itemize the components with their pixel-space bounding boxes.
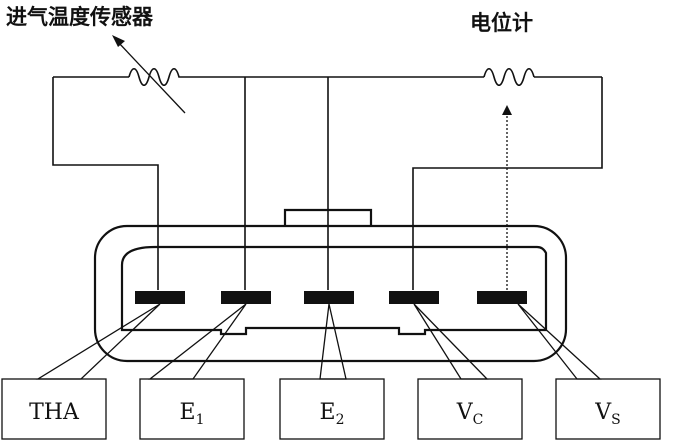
- terminal-subscript-e1: 1: [196, 412, 205, 428]
- vc-wire: [412, 77, 603, 290]
- pin-tha: [135, 291, 185, 304]
- thermistor-symbol: [112, 35, 186, 114]
- svg-text:VC: VC: [456, 400, 484, 428]
- terminal-box-e1: E1: [139, 378, 245, 440]
- potentiometer-symbol: [483, 67, 535, 87]
- terminal-subscript-e2: 2: [336, 412, 345, 428]
- terminal-label-tha: THA: [29, 400, 80, 425]
- tha-wire: [52, 77, 159, 290]
- svg-text:E1: E1: [180, 400, 205, 428]
- pin-vc: [389, 291, 439, 304]
- svg-text:VS: VS: [594, 400, 620, 428]
- connector-housing: [93, 208, 568, 363]
- terminal-box-tha: THA: [1, 378, 107, 440]
- terminal-subscript-vs: S: [611, 412, 621, 428]
- potentiometer-label: 电位计: [470, 11, 533, 35]
- intake-temp-sensor-label: 进气温度传感器: [6, 5, 154, 29]
- terminal-label-e2: E: [320, 400, 336, 425]
- pin-vs: [477, 291, 527, 304]
- svg-text:E2: E2: [320, 400, 345, 428]
- terminal-label-vs: V: [594, 400, 612, 425]
- terminal-subscript-vc: C: [473, 412, 484, 428]
- terminal-box-e2: E2: [279, 378, 385, 440]
- terminal-box-vc: VC: [417, 378, 523, 440]
- pin-e1: [221, 291, 271, 304]
- pin-e2: [304, 291, 354, 304]
- terminal-label-e1: E: [180, 400, 196, 425]
- terminal-box-vs: VS: [555, 378, 661, 440]
- terminal-label-vc: V: [456, 400, 474, 425]
